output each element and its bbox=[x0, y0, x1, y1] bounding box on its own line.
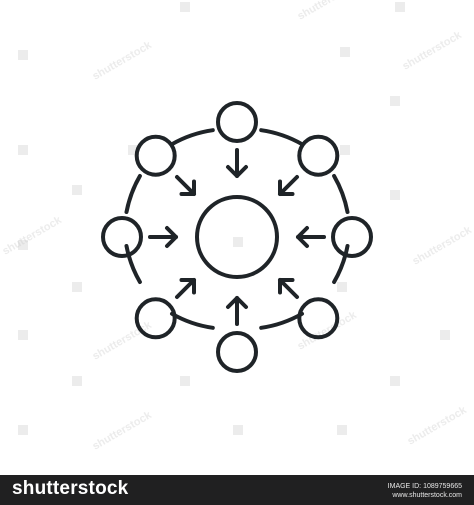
node-circle-bottom-left bbox=[134, 297, 177, 340]
node-circle-bottom bbox=[216, 331, 258, 373]
arrow-down-icon bbox=[226, 148, 248, 178]
arrow-up-icon bbox=[226, 296, 248, 326]
image-info: IMAGE ID: 1089759665 www.shutterstock.co… bbox=[388, 482, 462, 500]
outer-ring-segment bbox=[124, 244, 142, 284]
arrow-up-right-icon bbox=[175, 278, 196, 299]
node-circle-top-right bbox=[297, 134, 340, 177]
centralization-icon bbox=[101, 101, 373, 373]
node-circle-top-left bbox=[134, 134, 177, 177]
outer-ring-segment bbox=[259, 128, 304, 147]
outer-ring-segment bbox=[259, 311, 304, 330]
outer-ring-segment bbox=[332, 244, 350, 284]
node-circle-left bbox=[101, 216, 143, 258]
image-id: IMAGE ID: 1089759665 bbox=[387, 483, 462, 490]
outer-ring-segment bbox=[170, 311, 215, 330]
arrow-left-icon bbox=[296, 226, 326, 248]
node-circle-bottom-right bbox=[297, 297, 340, 340]
node-circle-top bbox=[216, 101, 258, 143]
arrow-right-icon bbox=[148, 226, 178, 248]
site-url: www.shutterstock.com bbox=[392, 492, 462, 499]
shutterstock-logo: shutterstock bbox=[12, 478, 129, 499]
footer-bar: shutterstock IMAGE ID: 1089759665 www.sh… bbox=[0, 475, 474, 505]
arrow-down-right-icon bbox=[175, 175, 196, 196]
outer-ring-segment bbox=[170, 128, 215, 147]
central-hub-circle bbox=[195, 195, 279, 279]
arrow-down-left-icon bbox=[278, 175, 299, 196]
outer-ring-segment bbox=[124, 174, 142, 214]
arrow-up-left-icon bbox=[278, 278, 299, 299]
outer-ring-segment bbox=[332, 174, 350, 214]
node-circle-right bbox=[331, 216, 373, 258]
